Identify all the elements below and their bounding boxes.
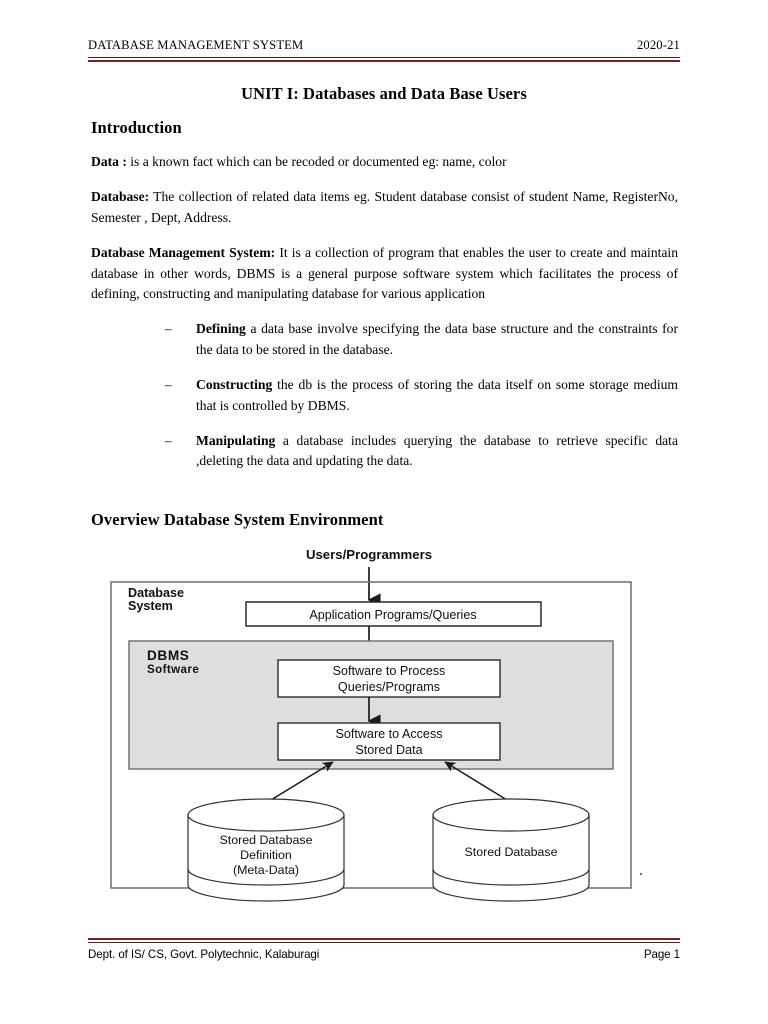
svg-text:Definition: Definition bbox=[240, 848, 292, 862]
header-rule-thick bbox=[88, 59, 680, 62]
diagram-box-software-to-process-line1: Software to Process bbox=[333, 664, 446, 678]
header-course-title: DATABASE MANAGEMENT SYSTEM bbox=[88, 38, 304, 52]
list-item-text-constructing: the db is the process of storing the dat… bbox=[196, 377, 678, 413]
definition-term-data: Data : bbox=[91, 154, 127, 169]
document-body: Introduction Data : is a known fact whic… bbox=[91, 118, 678, 487]
svg-text:Stored Database: Stored Database bbox=[465, 845, 558, 859]
list-item-text-manipulating: a database includes querying the databas… bbox=[196, 432, 678, 469]
diagram-box-software-to-access-line1: Software to Access bbox=[335, 727, 442, 741]
diagram-cylinder-stored-database: Stored Database bbox=[432, 798, 590, 902]
list-item-term-manipulating: Manipulating bbox=[196, 432, 276, 448]
list-item: – Constructing the db is the process of s… bbox=[165, 375, 678, 416]
definition-text-data: is a known fact which can be recoded or … bbox=[126, 154, 507, 169]
footer-department: Dept. of IS/ CS, Govt. Polytechnic, Kala… bbox=[88, 948, 320, 961]
diagram-cylinder-stored-database-definition: Stored Database Definition (Meta-Data) bbox=[187, 798, 345, 902]
running-header: DATABASE MANAGEMENT SYSTEM 2020-21 bbox=[88, 38, 680, 53]
database-system-environment-diagram: Users/Programmers Database System Applic… bbox=[93, 545, 645, 905]
definition-dbms: Database Management System: It is a coll… bbox=[91, 243, 678, 304]
footer-rule-thin bbox=[88, 941, 680, 943]
diagram-label-database-system-line1: Database bbox=[128, 586, 184, 600]
footer-rule bbox=[88, 938, 680, 943]
header-rule bbox=[88, 57, 680, 62]
page-title: UNIT I: Databases and Data Base Users bbox=[241, 84, 527, 103]
diagram-label-users-programmers: Users/Programmers bbox=[306, 547, 432, 562]
diagram-label-dbms-line2: Software bbox=[147, 663, 199, 676]
dash-bullet-icon: – bbox=[165, 321, 172, 337]
definition-term-database: Database: bbox=[91, 189, 150, 205]
diagram-box-software-to-access-line2: Stored Data bbox=[355, 743, 422, 757]
list-item: – Defining a data base involve specifying… bbox=[165, 319, 678, 360]
list-item-term-constructing: Constructing bbox=[196, 377, 273, 393]
definition-text-dbms: It is a collection of program that enabl… bbox=[91, 245, 679, 301]
definition-text-database: The collection of related data items eg.… bbox=[91, 189, 678, 225]
section-heading-overview: Overview Database System Environment bbox=[91, 510, 384, 529]
svg-text:Stored Database: Stored Database bbox=[220, 833, 313, 847]
definition-term-dbms: Database Management System: bbox=[91, 245, 276, 261]
diagram-box-application-programs-queries: Application Programs/Queries bbox=[309, 608, 476, 622]
list-item: – Manipulating a database includes queryi… bbox=[165, 431, 678, 472]
list-item-term-defining: Defining bbox=[196, 321, 246, 337]
running-footer: Dept. of IS/ CS, Govt. Polytechnic, Kala… bbox=[88, 948, 680, 961]
svg-text:(Meta-Data): (Meta-Data) bbox=[233, 863, 299, 877]
dbms-process-list: – Defining a data base involve specifying… bbox=[91, 319, 678, 471]
header-rule-thin bbox=[88, 57, 680, 58]
header-academic-year: 2020-21 bbox=[636, 38, 680, 52]
footer-rule-thick bbox=[88, 938, 680, 941]
diagram-box-software-to-process-line2: Queries/Programs bbox=[338, 680, 440, 694]
list-item-text-defining: a data base involve specifying the data … bbox=[196, 321, 678, 357]
diagram-label-dbms-line1: DBMS bbox=[147, 648, 189, 663]
stray-dot-artifact bbox=[640, 873, 642, 875]
diagram-label-database-system-line2: System bbox=[128, 599, 173, 613]
section-heading-introduction: Introduction bbox=[91, 118, 182, 137]
dash-bullet-icon: – bbox=[165, 377, 172, 393]
footer-page-number: Page 1 bbox=[643, 948, 680, 961]
definition-data: Data : is a known fact which can be reco… bbox=[91, 152, 678, 172]
dash-bullet-icon: – bbox=[165, 432, 172, 448]
definition-database: Database: The collection of related data… bbox=[91, 187, 678, 228]
